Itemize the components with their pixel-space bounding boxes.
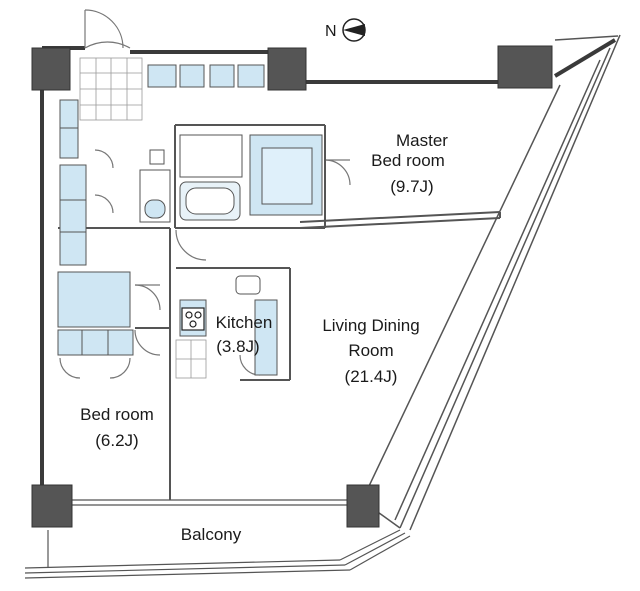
bath-fixtures xyxy=(139,64,265,295)
pillars xyxy=(31,45,553,528)
living-label-line2: Room xyxy=(348,341,393,360)
balcony-rail xyxy=(24,499,411,579)
master-bed-label-line2: Bed room xyxy=(371,151,445,170)
slanted-facade xyxy=(359,34,621,531)
stove-icon xyxy=(181,307,205,331)
living-size: (21.4J) xyxy=(345,367,398,386)
balcony-label: Balcony xyxy=(181,525,242,544)
bed-room-label: Bed room xyxy=(80,405,154,424)
kitchen-size: (3.8J) xyxy=(216,337,259,356)
kitchen-label: Kitchen xyxy=(216,313,273,332)
closets xyxy=(57,99,323,376)
master-bed-size: (9.7J) xyxy=(390,177,433,196)
interior-walls xyxy=(58,124,501,500)
living-label-line1: Living Dining xyxy=(322,316,419,335)
compass: N xyxy=(325,18,366,42)
master-bed-label-line1: Master xyxy=(396,131,448,150)
north-arrow-icon xyxy=(343,24,365,36)
compass-letter: N xyxy=(325,23,337,40)
entrance-tiles xyxy=(79,57,207,379)
bed-room-size: (6.2J) xyxy=(95,431,138,450)
